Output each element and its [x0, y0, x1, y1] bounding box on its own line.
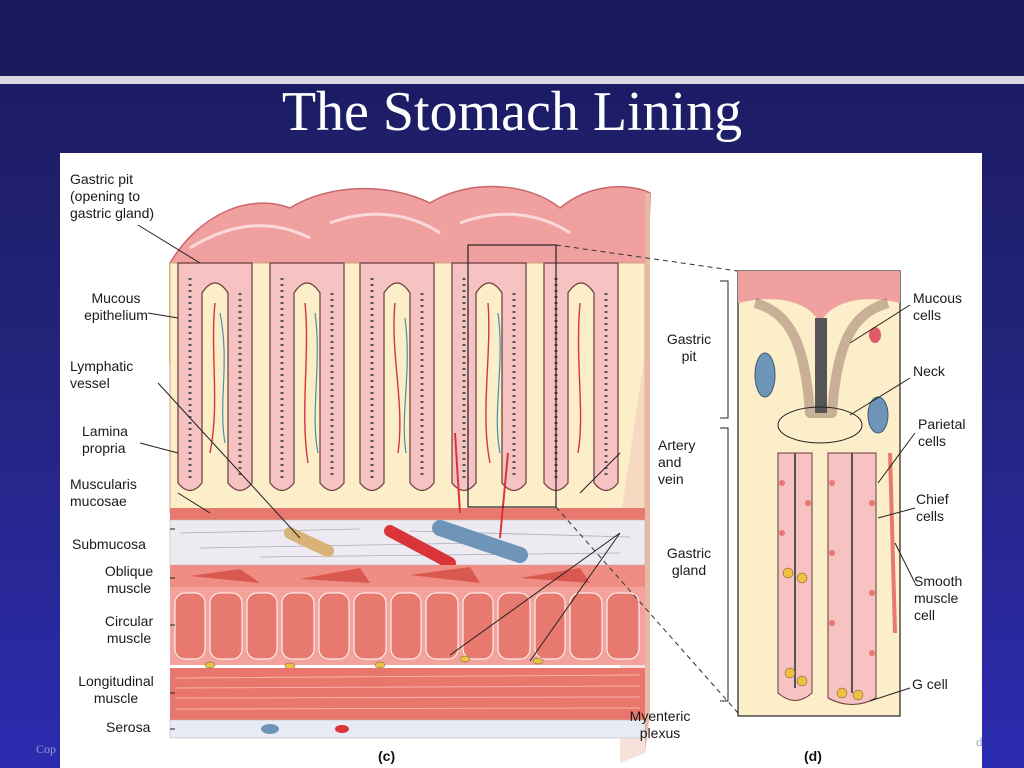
title-rule — [0, 76, 1024, 84]
label-parietal-cells: Parietal cells — [918, 416, 966, 449]
panel-label-c: (c) — [378, 748, 396, 764]
label-lymphatic-vessel: Lymphatic vessel — [70, 358, 134, 391]
label-smooth-muscle-cell: Smooth muscle cell — [914, 573, 963, 623]
panel-label-d: (d) — [804, 748, 822, 764]
label-longitudinal-muscle: Longitudinal muscle — [78, 673, 154, 706]
copyright-fragment-right: d — [976, 734, 983, 749]
lymphatic-vessel — [284, 527, 334, 557]
label-muscularis-mucosae: Muscularis mucosae — [70, 476, 137, 509]
muscularis-mucosae — [170, 508, 645, 520]
label-gastric-gland: Gastric gland — [666, 545, 712, 578]
label-submucosa: Submucosa — [72, 536, 146, 552]
stomach-illustration — [137, 185, 916, 763]
myenteric-plexus — [204, 655, 544, 670]
label-oblique-muscle: Oblique muscle — [104, 563, 154, 596]
label-lamina-propria: Lamina propria — [82, 423, 128, 456]
label-gastric-pit: Gastric pit — [666, 331, 712, 364]
label-serosa: Serosa — [106, 719, 151, 735]
label-mucous-cells: Mucous cells — [913, 290, 963, 323]
label-neck: Neck — [913, 363, 945, 379]
copyright-fragment-left: Cop — [36, 742, 57, 756]
label-chief-cells: Chief cells — [916, 491, 949, 524]
label-mucous-epithelium: Mucous epithelium — [84, 290, 148, 323]
stomach-lining-figure: Gastric pit (opening to gastric gland) M… — [60, 153, 982, 768]
gastric-glands — [177, 262, 619, 492]
oblique-muscle — [170, 565, 645, 587]
label-circular-muscle: Circular muscle — [104, 613, 154, 646]
label-g-cell: G cell — [912, 676, 948, 692]
label-artery-and-vein: Artery and vein — [658, 437, 696, 487]
slide-top-bar — [0, 0, 1024, 76]
slide-title: The Stomach Lining — [281, 81, 743, 143]
artery — [384, 525, 456, 569]
vein — [432, 520, 528, 563]
block-side-face — [645, 193, 650, 753]
serosa — [169, 719, 646, 739]
label-myenteric-plexus: Myenteric plexus — [629, 708, 691, 741]
label-gastric-pit-opening: Gastric pit (opening to gastric gland) — [70, 171, 155, 221]
inset-marker — [467, 244, 557, 508]
